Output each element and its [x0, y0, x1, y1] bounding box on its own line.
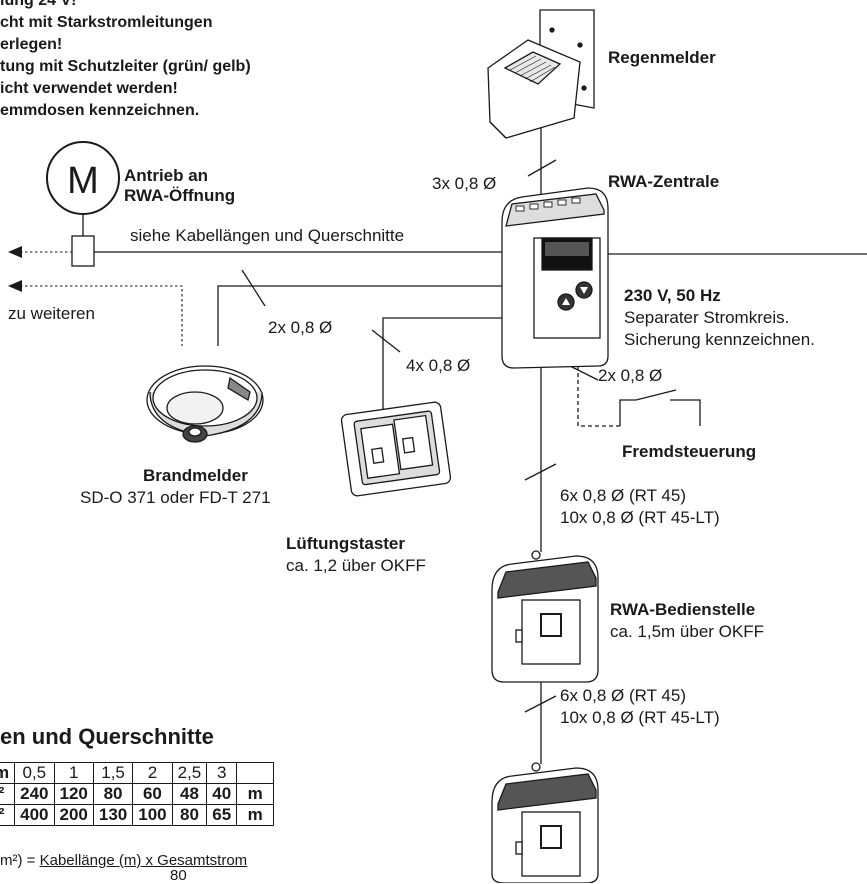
smoke-detector-icon: [146, 365, 264, 443]
push-button-icon: [340, 401, 452, 497]
table-cell: 60: [132, 783, 173, 805]
cable-mark: [524, 695, 557, 713]
label-cable-4x: 4x 0,8 Ø: [406, 356, 471, 375]
cable-mark: [371, 329, 401, 353]
label-rwa-zentrale: RWA-Zentrale: [608, 172, 720, 191]
label-power-line2: Sicherung kennzeichnen.: [624, 330, 815, 349]
cable-mark: [524, 463, 557, 481]
cable-mark: [241, 269, 266, 307]
label-bedienstelle: RWA-Bedienstelle: [610, 600, 756, 619]
table-cell: [236, 762, 275, 784]
switch-lead: [670, 399, 701, 426]
table-cell: m: [236, 783, 275, 805]
table-cell: 65: [206, 804, 238, 826]
table-cell: 40: [206, 783, 238, 805]
table-cell: m: [0, 762, 16, 784]
table-cell: 80: [92, 783, 134, 805]
wire-external-dashed: [577, 366, 620, 427]
formula-denominator: 80: [170, 867, 187, 884]
table-cell: 400: [14, 804, 55, 826]
label-lueftungstaster: Lüftungstaster: [286, 534, 405, 553]
table-cell: ²: [0, 783, 16, 805]
note-line: icht verwendet werden!: [0, 80, 178, 97]
label-cable-2x-left: 2x 0,8 Ø: [268, 318, 333, 337]
label-brandmelder: Brandmelder: [143, 466, 248, 485]
table-cell: 3: [206, 762, 238, 784]
wire-dotted: [20, 285, 183, 346]
label-lueftungstaster-sub: ca. 1,2 über OKFF: [286, 556, 426, 575]
arrow-left-icon: [8, 280, 22, 292]
label-cable-6x-2: 6x 0,8 Ø (RT 45): [560, 686, 686, 705]
label-bedienstelle-sub: ca. 1,5m über OKFF: [610, 622, 764, 641]
cable-table: m 0,5 1 1,5 2 2,5 3 ² 240 120 80 60 48 4…: [0, 762, 275, 826]
label-cable-10x-2: 10x 0,8 Ø (RT 45-LT): [560, 708, 720, 727]
table-row: ² 240 120 80 60 48 40 m: [0, 783, 275, 805]
table-cell: 120: [53, 783, 94, 805]
table-row: ² 400 200 130 100 80 65 m: [0, 804, 275, 826]
label-cable-2x-right: 2x 0,8 Ø: [598, 366, 663, 385]
cable-mark: [527, 159, 557, 177]
table-cell: 0,5: [14, 762, 55, 784]
label-antrieb-1: Antrieb an: [124, 166, 209, 185]
svg-text:M: M: [67, 160, 99, 202]
arrow-left-icon: [8, 246, 22, 258]
table-cell: 240: [14, 783, 55, 805]
note-line: lung 24 V!: [0, 0, 77, 9]
note-line: tung mit Schutzleiter (grün/ gelb): [0, 58, 251, 75]
control-station-1-icon: [491, 550, 599, 683]
table-cell: 2: [132, 762, 173, 784]
table-cell: m: [236, 804, 275, 826]
switch-lead: [619, 399, 636, 426]
table-cell: 80: [171, 804, 208, 826]
note-line: erlegen!: [0, 36, 63, 53]
table-cell: ²: [0, 804, 16, 826]
formula-numerator: Kabellänge (m) x Gesamtstrom: [39, 852, 248, 869]
table-header-row: m 0,5 1 1,5 2 2,5 3: [0, 762, 275, 784]
switch-contact: [635, 389, 677, 401]
label-fremdsteuerung: Fremdsteuerung: [622, 442, 757, 461]
rwa-central-icon: [501, 187, 609, 369]
junction-box-icon: [71, 235, 95, 267]
label-antrieb-2: RWA-Öffnung: [124, 186, 236, 205]
table-cell: 130: [92, 804, 134, 826]
external-control-switch-icon: [620, 392, 700, 426]
note-line: cht mit Starkstromleitungen: [0, 14, 213, 31]
table-cell: 200: [53, 804, 94, 826]
control-station-2-icon: [491, 762, 599, 883]
installation-notes: lung 24 V! cht mit Starkstromleitungen e…: [0, 0, 251, 122]
label-power-title: 230 V, 50 Hz: [624, 286, 721, 305]
cable-formula: m²) = Kabellänge (m) x Gesamtstrom 80: [0, 852, 248, 884]
wire-push-button: [382, 317, 502, 426]
label-regenmelder: Regenmelder: [608, 48, 716, 67]
motor-icon: M: [46, 141, 120, 215]
note-line: emmdosen kennzeichnen.: [0, 102, 200, 119]
label-zu-weiteren: zu weiteren: [8, 304, 95, 323]
section-title: en und Querschnitte: [0, 724, 214, 749]
table-cell: 2,5: [171, 762, 208, 784]
label-cable-6x-1: 6x 0,8 Ø (RT 45): [560, 486, 686, 505]
rain-sensor-icon: [487, 9, 595, 139]
table-cell: 100: [132, 804, 173, 826]
wire-smoke-detector: [217, 285, 502, 346]
label-power-line1: Separater Stromkreis.: [624, 308, 790, 327]
label-cable-10x-1: 10x 0,8 Ø (RT 45-LT): [560, 508, 720, 527]
table-cell: 1: [53, 762, 94, 784]
label-brandmelder-sub: SD-O 371 oder FD-T 271: [80, 488, 271, 507]
table-cell: 48: [171, 783, 208, 805]
label-cable-top: 3x 0,8 Ø: [432, 174, 497, 193]
table-cell: 1,5: [92, 762, 134, 784]
formula-left: m²) =: [0, 852, 36, 869]
label-kabel-info: siehe Kabellängen und Querschnitte: [130, 226, 405, 245]
